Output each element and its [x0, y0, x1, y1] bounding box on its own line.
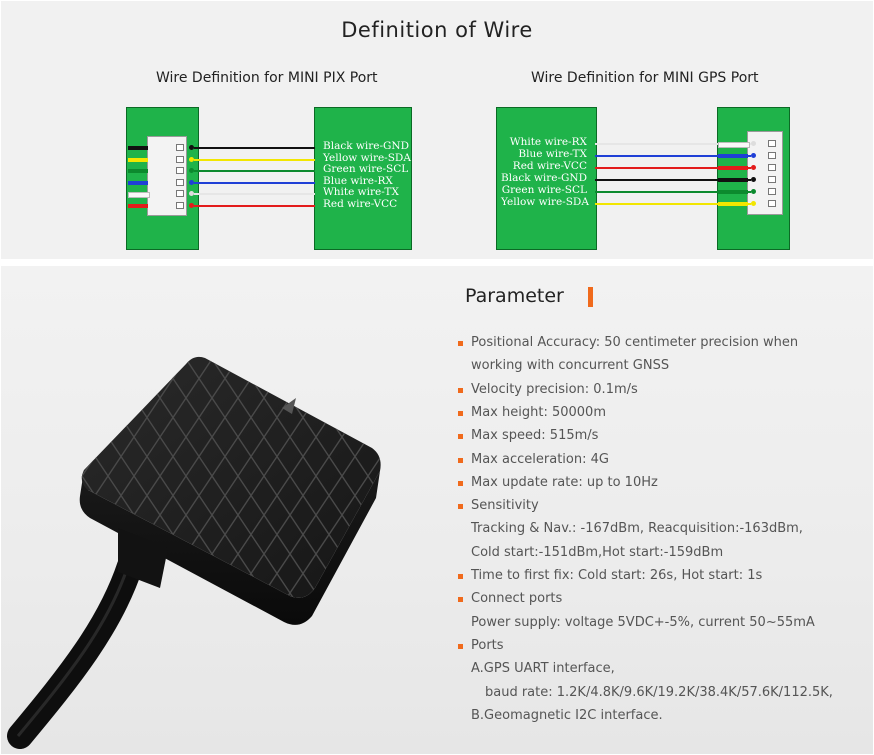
pix-wire-stub	[128, 169, 148, 173]
pix-wire-dot	[189, 191, 194, 196]
gps-wire-dot	[751, 201, 756, 206]
bullet-icon	[458, 643, 463, 649]
gps-connector-pin	[768, 164, 776, 171]
gps-port-subtitle: Wire Definition for MINI GPS Port	[531, 70, 759, 86]
gps-connector-pin	[768, 140, 776, 147]
gps-connector-pin	[768, 200, 776, 207]
gps-wire-label: Yellow wire-SDA	[501, 196, 589, 208]
pix-connector-pin	[176, 155, 184, 163]
gps-wire-label: White wire-RX	[509, 136, 587, 148]
pix-wire-label: Yellow wire-SDA	[323, 151, 411, 164]
pix-wire-line	[194, 147, 315, 149]
gps-wire-dot	[751, 153, 756, 158]
pix-wire-line	[194, 204, 315, 207]
parameter-item-continuation: A.GPS UART interface,	[471, 661, 615, 677]
pix-wire-line	[194, 181, 315, 184]
parameter-item-continuation: B.Geomagnetic I2C interface.	[471, 707, 663, 723]
gps-wire-label: Red wire-VCC	[512, 160, 587, 172]
pix-wire-dot	[189, 145, 194, 150]
gps-module-top	[81, 356, 381, 598]
gps-wire-line	[595, 191, 751, 193]
gps-wire-line	[595, 179, 751, 181]
pix-wire-label: Black wire-GND	[323, 140, 410, 152]
parameter-item-continuation: baud rate: 1.2K/4.8K/9.6K/19.2K/38.4K/57…	[485, 684, 833, 700]
gps-connector-pin	[768, 152, 776, 159]
gps-wire-stub	[718, 190, 748, 194]
bullet-icon	[458, 457, 463, 463]
pix-connector-pin	[176, 201, 184, 209]
bullet-icon	[458, 387, 463, 393]
parameter-title: Parameter	[465, 285, 564, 307]
bullet-icon	[458, 410, 463, 416]
gps-wire-label: Blue wire-TX	[518, 148, 587, 160]
pix-wire-label: Green wire-SCL	[323, 163, 409, 175]
pix-connector-pin	[176, 144, 184, 151]
pix-wire-line	[194, 193, 315, 195]
parameter-item: Max acceleration: 4G	[471, 451, 609, 467]
pix-wire-stub	[128, 157, 148, 162]
gps-wire-line	[595, 155, 751, 157]
pix-wire-stub	[128, 203, 148, 208]
pix-wire-dot	[189, 168, 194, 173]
gps-connector-pin	[768, 176, 776, 183]
page-title: Definition of Wire	[341, 18, 533, 42]
bullet-icon	[458, 434, 463, 440]
gps-wire-stub	[718, 202, 748, 206]
parameter-item: Ports	[471, 637, 504, 653]
gps-wire-dot	[751, 189, 756, 194]
gps-wire-dot	[751, 165, 756, 170]
parameter-accent-bar	[588, 287, 593, 307]
pix-wire-line	[194, 170, 315, 172]
parameter-item: Time to first fix: Cold start: 26s, Hot …	[471, 568, 763, 583]
gps-wire-stub	[718, 178, 748, 182]
parameter-item-continuation: Cold start:-151dBm,Hot start:-159dBm	[471, 544, 724, 560]
pix-connector-pin	[176, 167, 184, 174]
parameter-item: Max speed: 515m/s	[471, 428, 599, 444]
pix-label-board	[314, 107, 412, 250]
gps-wire-dot	[751, 177, 756, 182]
gps-module-image	[7, 356, 381, 749]
gps-wire-stub	[718, 142, 750, 148]
bullet-icon	[458, 574, 463, 579]
parameter-item: Max height: 50000m	[471, 404, 606, 420]
parameter-item: Max update rate: up to 10Hz	[471, 474, 658, 490]
pix-wire-dot	[189, 156, 194, 162]
pix-wire-label: White wire-TX	[323, 186, 399, 198]
pix-wire-stub	[128, 192, 150, 198]
gps-wire-label: Green wire-SCL	[501, 184, 587, 196]
gps-wire-line	[595, 203, 751, 205]
bullet-icon	[458, 480, 463, 486]
parameter-item-continuation: Tracking & Nav.: -167dBm, Reacquisition:…	[471, 521, 803, 537]
pix-wire-dot	[189, 202, 194, 208]
gps-wire-line	[595, 167, 751, 169]
pix-wire-stub	[128, 146, 148, 150]
cable	[7, 553, 143, 749]
direction-arrow-icon	[282, 398, 296, 414]
parameter-item: Velocity precision: 0.1m/s	[471, 381, 638, 397]
bullet-icon	[458, 504, 463, 510]
parameter-item-continuation: working with concurrent GNSS	[471, 358, 670, 374]
pix-port-subtitle: Wire Definition for MINI PIX Port	[156, 70, 378, 86]
pix-wire-line	[194, 158, 315, 161]
pix-wire-label: Blue wire-RX	[323, 174, 393, 187]
gps-wire-line	[595, 143, 751, 145]
bullet-icon	[458, 597, 463, 603]
pix-wire-dot	[189, 179, 194, 185]
pix-wire-label: Red wire-VCC	[323, 197, 398, 210]
gps-label-board	[496, 107, 597, 250]
parameter-item: Sensitivity	[471, 498, 539, 514]
gps-wire-dot	[751, 141, 756, 146]
parameter-item-continuation: Power supply: voltage 5VDC+-5%, current …	[471, 614, 815, 630]
parameter-item: Positional Accuracy: 50 centimeter preci…	[471, 335, 799, 350]
gps-wire-stub	[718, 166, 748, 170]
pix-connector-pin	[176, 190, 184, 197]
pix-wire-stub	[128, 180, 148, 185]
gps-wire-stub	[718, 154, 748, 158]
parameter-item: Connect ports	[471, 591, 563, 607]
pix-connector-pin	[176, 178, 184, 186]
gps-wire-label: Black wire-GND	[501, 172, 588, 184]
gps-connector-pin	[768, 188, 776, 195]
bullet-icon	[458, 341, 463, 346]
